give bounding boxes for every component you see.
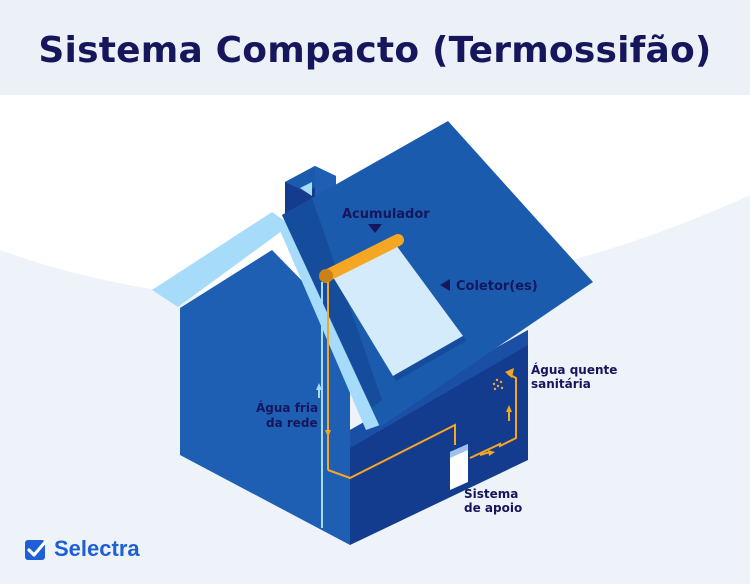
roof-edge-left: [152, 212, 290, 307]
side-wall: [350, 330, 528, 545]
brand-logo[interactable]: Selectra: [24, 535, 140, 563]
label-coletor: Coletor(es): [456, 279, 538, 294]
distribution-pipe: [327, 423, 456, 480]
page-title: Sistema Compacto (Termossifão): [38, 30, 712, 71]
label-agua-fria-1: Água fria: [256, 400, 318, 415]
gable-wall: [180, 250, 350, 545]
accumulator-end-cap: [319, 269, 333, 283]
brand-name: Selectra: [54, 536, 140, 561]
label-agua-quente-2: sanitária: [531, 377, 591, 391]
down-arrow-icon: [325, 430, 331, 437]
shower-icon: [492, 368, 514, 391]
accumulator-tank: [320, 234, 404, 282]
solar-collector-shadow: [393, 336, 466, 381]
label-sistema-2: de apoio: [464, 501, 522, 515]
right-arrow-stem: [479, 451, 491, 456]
acumulador-pointer-icon: [368, 224, 382, 233]
side-wall-shade: [350, 330, 528, 448]
up-arrow-icon: [316, 383, 322, 390]
header-band: [0, 0, 750, 95]
checkbox-logo-icon: [25, 539, 48, 560]
label-acumulador: Acumulador: [342, 207, 430, 222]
roof-shadow: [282, 198, 382, 408]
label-agua-quente-1: Água quente: [531, 362, 617, 377]
backup-system-top: [450, 444, 468, 458]
chimney-highlight-icon: [300, 182, 312, 196]
coletor-pointer-icon: [440, 279, 450, 291]
up-arrow-right-icon: [506, 405, 512, 412]
label-sistema-1: Sistema: [464, 487, 518, 501]
return-pipe: [469, 373, 517, 459]
roof-edge-front: [272, 212, 380, 430]
solar-collector: [330, 245, 463, 376]
label-agua-fria-2: da rede: [266, 416, 318, 430]
